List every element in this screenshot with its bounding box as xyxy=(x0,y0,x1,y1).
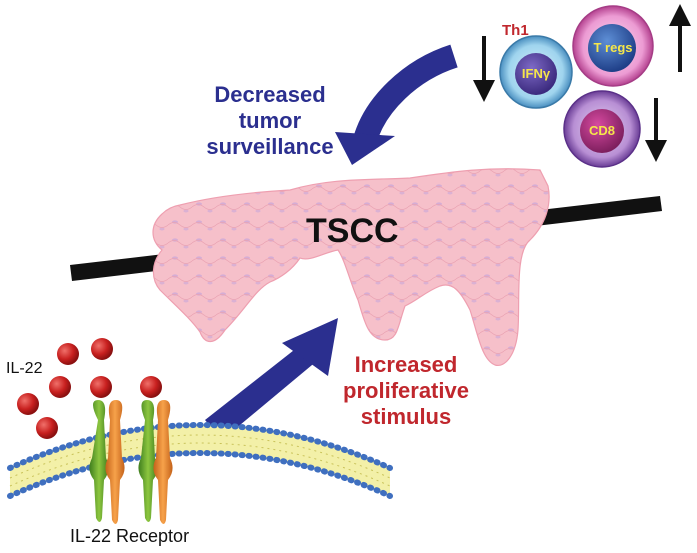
il22-ball xyxy=(17,393,39,415)
ifng-label: IFNγ xyxy=(521,66,551,81)
increased-line-2: proliferative xyxy=(343,378,469,403)
il22-receptor-right xyxy=(138,400,173,524)
th1-cell xyxy=(499,35,573,109)
decreased-line-3: surveillance xyxy=(206,134,334,159)
ifng-down-arrow xyxy=(473,36,495,102)
cd8-cell xyxy=(563,90,641,168)
tscc-tissue xyxy=(152,168,550,366)
il22-label: IL-22 xyxy=(6,360,43,377)
cd8-down-arrow xyxy=(645,98,667,162)
il22-receptor-label: IL-22 Receptor xyxy=(70,526,190,546)
il22-ball xyxy=(49,376,71,398)
il22-ligands xyxy=(17,338,162,439)
tregs-up-arrow xyxy=(669,4,691,72)
tregs-cell xyxy=(572,5,654,87)
cd8-label: CD8 xyxy=(588,123,615,138)
cell-membrane xyxy=(7,422,393,499)
tregs-label: T regs xyxy=(593,40,633,55)
il22-ball xyxy=(36,417,58,439)
il22-ball xyxy=(90,376,112,398)
tscc-label: TSCC xyxy=(306,212,399,250)
il22-ball xyxy=(140,376,162,398)
th1-label: Th1 xyxy=(502,22,529,39)
decreased-surveillance-label: Decreased tumor surveillance xyxy=(200,82,340,160)
increased-stimulus-label: Increased proliferative stimulus xyxy=(336,352,476,430)
increased-line-1: Increased xyxy=(354,352,458,377)
il22-receptor-left xyxy=(89,400,125,524)
increased-line-3: stimulus xyxy=(360,404,452,429)
il22-ball xyxy=(57,343,79,365)
il22-ball xyxy=(91,338,113,360)
decreased-line-2: tumor xyxy=(238,108,302,133)
decreased-surveillance-arrow xyxy=(335,44,458,165)
increased-stimulus-arrow xyxy=(205,318,338,440)
decreased-line-1: Decreased xyxy=(214,82,326,107)
